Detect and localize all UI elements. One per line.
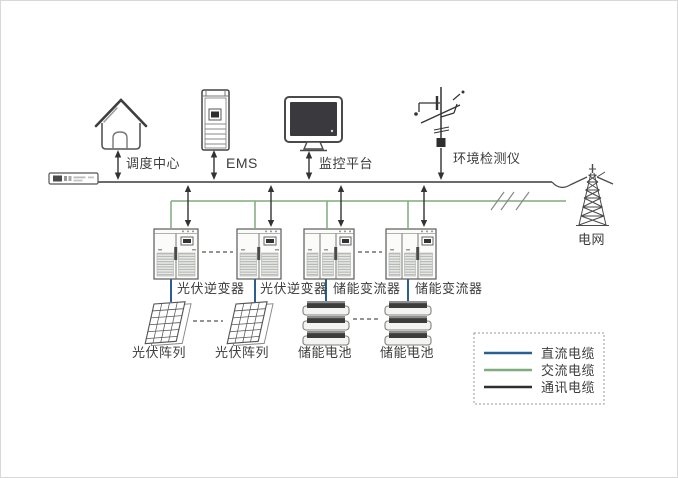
label-pv-array-1: 光伏阵列 bbox=[132, 345, 187, 360]
label-battery-2: 储能电池 bbox=[380, 345, 435, 360]
comm-bus-line bbox=[98, 181, 571, 189]
label-storage-converter-2: 储能变流器 bbox=[415, 281, 483, 296]
label-dispatch-center: 调度中心 bbox=[126, 156, 181, 171]
label-pv-array-2: 光伏阵列 bbox=[215, 345, 270, 360]
pv-array-icon-1 bbox=[144, 301, 192, 347]
legend-label-comm: 通讯电缆 bbox=[541, 380, 596, 395]
legend-label-dc: 直流电缆 bbox=[541, 346, 596, 361]
label-pv-inverter-2: 光伏逆变器 bbox=[260, 281, 328, 296]
bus-device-icon bbox=[48, 172, 99, 185]
label-monitoring-platform: 监控平台 bbox=[319, 156, 374, 171]
weather-station-icon bbox=[414, 87, 465, 147]
label-environment-detector: 环境检测仪 bbox=[453, 151, 521, 166]
label-storage-converter-1: 储能变流器 bbox=[333, 281, 401, 296]
battery-stack-icon-1 bbox=[302, 301, 350, 348]
pv-array-icon-2 bbox=[226, 301, 274, 347]
line-break-slashes bbox=[490, 191, 530, 211]
label-pv-inverter-1: 光伏逆变器 bbox=[177, 281, 245, 296]
comm-arrows-cabinets bbox=[184, 185, 428, 227]
legend-label-ac: 交流电缆 bbox=[541, 363, 596, 378]
legend-box bbox=[473, 332, 605, 405]
storage-converter-cabinet-1 bbox=[303, 228, 355, 280]
battery-stack-icon-2 bbox=[384, 301, 432, 348]
server-rack-icon bbox=[201, 89, 230, 151]
monitor-icon bbox=[284, 96, 343, 152]
label-ems: EMS bbox=[226, 155, 258, 171]
label-grid: 电网 bbox=[578, 232, 606, 247]
transmission-tower-icon bbox=[569, 164, 614, 226]
house-icon bbox=[94, 98, 148, 150]
dc-lines bbox=[170, 279, 409, 302]
pv-inverter-cabinet-1 bbox=[153, 228, 199, 280]
label-battery-1: 储能电池 bbox=[298, 345, 353, 360]
ellipsis-connectors bbox=[193, 251, 382, 322]
storage-converter-cabinet-2 bbox=[385, 228, 437, 280]
comm-arrows-top bbox=[114, 148, 445, 180]
ac-line bbox=[170, 191, 566, 228]
pv-inverter-cabinet-2 bbox=[236, 228, 282, 280]
